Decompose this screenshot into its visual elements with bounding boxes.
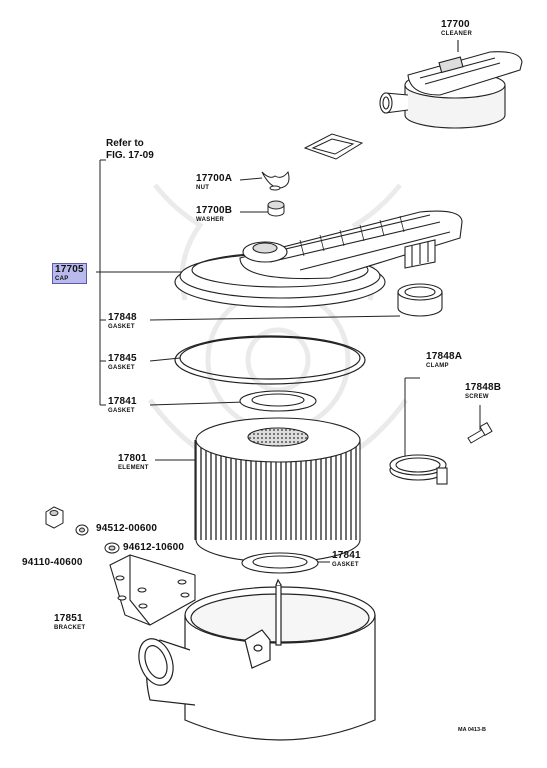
gasket-17845-name: GASKET	[108, 365, 135, 371]
element-part-name: ELEMENT	[118, 465, 149, 471]
screw-part-name: SCREW	[465, 394, 489, 400]
label-washer[interactable]: 17700B WASHER	[196, 205, 233, 224]
label-element[interactable]: 17801 ELEMENT	[118, 453, 149, 472]
refer-note-line1: Refer to	[106, 138, 144, 149]
washer-part-number: 17700B	[196, 205, 233, 216]
label-clamp[interactable]: 17848A CLAMP	[426, 351, 463, 370]
small-gasket-ring-lower	[241, 552, 319, 574]
sleeve-gasket-part	[397, 283, 443, 317]
gasket-17845-number: 17845	[108, 353, 137, 364]
filter-element-part	[194, 417, 361, 563]
label-nut[interactable]: 17700A NUT	[196, 173, 233, 192]
cleaner-part-number: 17700	[441, 19, 470, 30]
flat-gasket-part	[303, 133, 364, 160]
label-gasket-17845[interactable]: 17845 GASKET	[108, 353, 137, 372]
gasket-17848-number: 17848	[108, 312, 137, 323]
label-cap-selected[interactable]: 17705 CAP	[52, 263, 87, 284]
gasket-17841-upper-number: 17841	[108, 396, 137, 407]
gasket-17848-name: GASKET	[108, 324, 135, 330]
cleaner-assembly-thumbnail	[379, 40, 523, 129]
gasket-17841-lower-name: GASKET	[332, 562, 359, 568]
label-94512[interactable]: 94512-00600	[96, 523, 158, 534]
small-gasket-ring-upper	[239, 390, 317, 412]
washer-part	[267, 200, 285, 217]
screw-part-number: 17848B	[465, 382, 502, 393]
plain-washer-part	[104, 542, 120, 554]
washer-part-name: WASHER	[196, 217, 225, 223]
label-gasket-17841-lower[interactable]: 17841 GASKET	[332, 550, 361, 569]
leader-bracket	[96, 159, 481, 563]
label-94110[interactable]: 94110-40600	[22, 557, 83, 568]
clamp-part-name: CLAMP	[426, 363, 449, 369]
gasket-17841-upper-name: GASKET	[108, 408, 135, 414]
drawing-code: MA 0413-B	[458, 727, 486, 733]
refer-note: Refer to FIG. 17-09	[106, 139, 154, 161]
cleaner-part-name: CLEANER	[441, 31, 473, 37]
bracket-part-name: BRACKET	[54, 625, 86, 631]
wing-nut-part	[261, 170, 290, 191]
lock-washer-part	[75, 524, 89, 536]
bracket-part-number: 17851	[54, 613, 83, 624]
clamp-part-number: 17848A	[426, 351, 463, 362]
label-bracket[interactable]: 17851 BRACKET	[54, 613, 86, 632]
cap-part-number: 17705	[55, 264, 84, 275]
element-part-number: 17801	[118, 453, 147, 464]
cap-part	[174, 210, 463, 308]
nut-part-number: 17700A	[196, 173, 233, 184]
hex-nut-part	[45, 506, 64, 529]
nut-part-name: NUT	[196, 185, 210, 191]
cap-part-name: CAP	[55, 276, 69, 282]
label-screw[interactable]: 17848B SCREW	[465, 382, 502, 401]
label-gasket-17848[interactable]: 17848 GASKET	[108, 312, 137, 331]
gasket-17841-lower-number: 17841	[332, 550, 361, 561]
refer-note-line2[interactable]: FIG. 17-09	[106, 150, 154, 161]
screw-part	[467, 421, 493, 444]
gasket-ring-part	[174, 335, 366, 385]
label-cleaner[interactable]: 17700 CLEANER	[441, 19, 473, 38]
bracket-part	[109, 554, 196, 626]
label-94612[interactable]: 94612-10600	[123, 542, 185, 553]
housing-body-part	[138, 578, 376, 741]
clamp-part	[389, 454, 448, 485]
label-gasket-17841-upper[interactable]: 17841 GASKET	[108, 396, 137, 415]
